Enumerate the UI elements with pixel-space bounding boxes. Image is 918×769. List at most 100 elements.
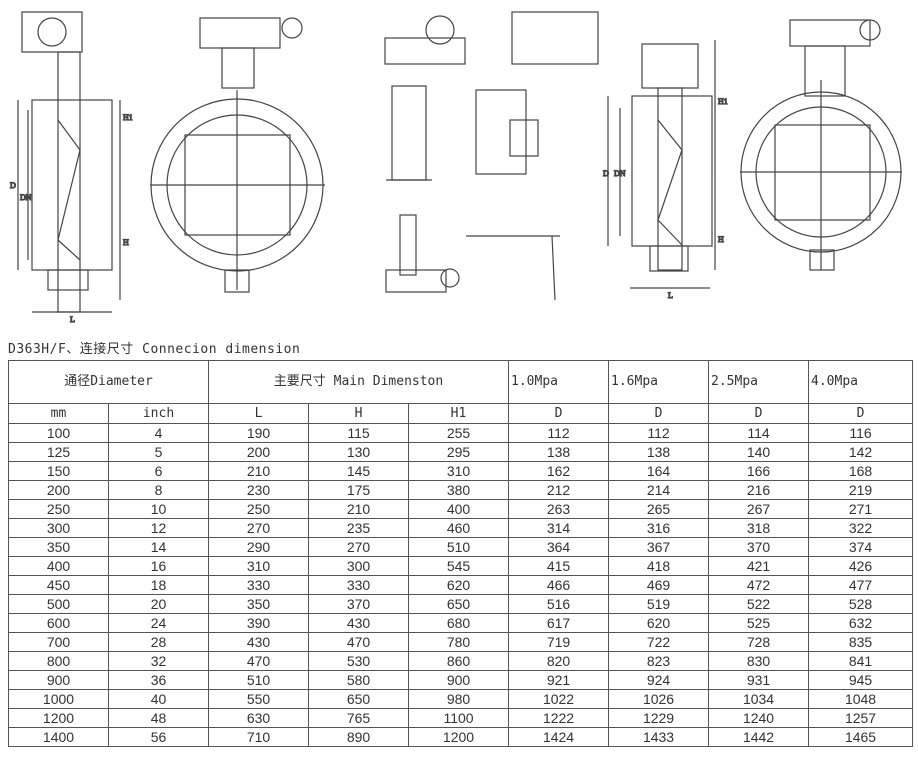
table-cell: 1026 bbox=[608, 689, 710, 709]
table-cell: 650 bbox=[407, 594, 510, 614]
table-cell: 510 bbox=[407, 537, 510, 557]
table-cell: 16 bbox=[108, 556, 209, 576]
table-cell: 1465 bbox=[808, 727, 914, 747]
table-cell: 525 bbox=[708, 613, 810, 633]
table-cell: 841 bbox=[808, 651, 914, 671]
table-cell: 780 bbox=[407, 632, 510, 652]
sub-header-cell: D bbox=[708, 403, 810, 424]
table-cell: 469 bbox=[608, 575, 710, 595]
table-cell: 1200 bbox=[8, 708, 109, 728]
table-cell: 510 bbox=[208, 670, 309, 690]
sub-header-cell: D bbox=[508, 403, 610, 424]
table-cell: 100 bbox=[8, 423, 109, 443]
table-cell: 142 bbox=[808, 442, 914, 462]
table-cell: 5 bbox=[108, 442, 209, 462]
table-cell: 130 bbox=[308, 442, 409, 462]
table-cell: 230 bbox=[208, 480, 309, 500]
table-cell: 322 bbox=[808, 518, 914, 538]
table-cell: 164 bbox=[608, 461, 710, 481]
side-view-drawing-1 bbox=[17, 11, 121, 313]
table-cell: 1442 bbox=[708, 727, 810, 747]
table-cell: 10 bbox=[108, 499, 209, 519]
table-cell: 426 bbox=[808, 556, 914, 576]
table-cell: 210 bbox=[208, 461, 309, 481]
header-2-5mpa: 2.5Mpa bbox=[708, 360, 810, 404]
sub-header-cell: inch bbox=[108, 403, 209, 424]
table-cell: 4 bbox=[108, 423, 209, 443]
sub-header-cell: mm bbox=[8, 403, 109, 424]
label-D-2: D bbox=[603, 169, 609, 178]
table-cell: 728 bbox=[708, 632, 810, 652]
table-cell: 530 bbox=[308, 651, 409, 671]
table-cell: 924 bbox=[608, 670, 710, 690]
table-cell: 8 bbox=[108, 480, 209, 500]
label-L-2: L bbox=[668, 291, 673, 300]
table-cell: 400 bbox=[407, 499, 510, 519]
label-D: D bbox=[10, 181, 16, 190]
table-cell: 250 bbox=[8, 499, 109, 519]
table-cell: 620 bbox=[407, 575, 510, 595]
table-cell: 300 bbox=[308, 556, 409, 576]
table-cell: 477 bbox=[808, 575, 914, 595]
table-cell: 1257 bbox=[808, 708, 914, 728]
table-cell: 56 bbox=[108, 727, 209, 747]
table-cell: 472 bbox=[708, 575, 810, 595]
table-cell: 270 bbox=[208, 518, 309, 538]
table-cell: 125 bbox=[8, 442, 109, 462]
table-cell: 722 bbox=[608, 632, 710, 652]
table-cell: 450 bbox=[8, 575, 109, 595]
table-cell: 800 bbox=[8, 651, 109, 671]
table-cell: 931 bbox=[708, 670, 810, 690]
table-cell: 112 bbox=[508, 423, 610, 443]
table-cell: 116 bbox=[808, 423, 914, 443]
front-view-drawing-2 bbox=[740, 19, 902, 271]
connection-dimension-table: 通径Diameter 主要尺寸 Main Dimenston 1.0Mpa 1.… bbox=[8, 360, 914, 747]
table-cell: 1000 bbox=[8, 689, 109, 709]
table-cell: 216 bbox=[708, 480, 810, 500]
label-DN-2: DN bbox=[614, 169, 626, 178]
table-cell: 270 bbox=[308, 537, 409, 557]
header-4-0mpa: 4.0Mpa bbox=[808, 360, 914, 404]
table-cell: 190 bbox=[208, 423, 309, 443]
table-cell: 421 bbox=[708, 556, 810, 576]
table-cell: 40 bbox=[108, 689, 209, 709]
table-cell: 630 bbox=[208, 708, 309, 728]
table-cell: 200 bbox=[8, 480, 109, 500]
sub-header-cell: H bbox=[308, 403, 409, 424]
table-cell: 18 bbox=[108, 575, 209, 595]
table-cell: 6 bbox=[108, 461, 209, 481]
label-H1-2: H1 bbox=[718, 97, 728, 106]
table-cell: 1022 bbox=[508, 689, 610, 709]
table-cell: 212 bbox=[508, 480, 610, 500]
label-H: H bbox=[123, 238, 129, 247]
table-cell: 28 bbox=[108, 632, 209, 652]
side-view-drawing-2 bbox=[607, 40, 716, 289]
table-cell: 300 bbox=[8, 518, 109, 538]
table-cell: 235 bbox=[308, 518, 409, 538]
table-cell: 364 bbox=[508, 537, 610, 557]
table-cell: 460 bbox=[407, 518, 510, 538]
table-cell: 267 bbox=[708, 499, 810, 519]
table-cell: 36 bbox=[108, 670, 209, 690]
table-cell: 470 bbox=[208, 651, 309, 671]
table-cell: 114 bbox=[708, 423, 810, 443]
table-cell: 466 bbox=[508, 575, 610, 595]
table-cell: 1048 bbox=[808, 689, 914, 709]
table-cell: 350 bbox=[208, 594, 309, 614]
table-cell: 20 bbox=[108, 594, 209, 614]
table-cell: 166 bbox=[708, 461, 810, 481]
label-L: L bbox=[70, 315, 75, 324]
table-cell: 400 bbox=[8, 556, 109, 576]
table-cell: 370 bbox=[708, 537, 810, 557]
table-cell: 430 bbox=[208, 632, 309, 652]
table-cell: 700 bbox=[8, 632, 109, 652]
label-DN: DN bbox=[20, 193, 32, 202]
front-view-drawing-1 bbox=[150, 17, 325, 293]
